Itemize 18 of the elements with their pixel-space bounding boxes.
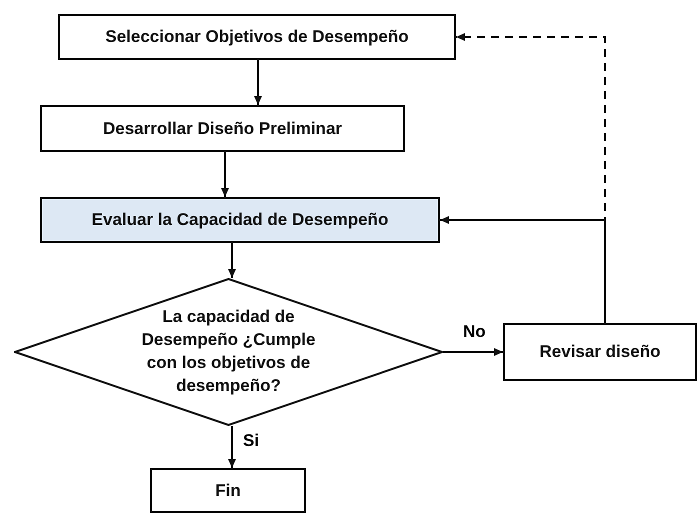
arrow (443, 348, 503, 356)
process-box (40, 105, 405, 152)
arrow (228, 243, 236, 278)
node-text: Revisar diseño (540, 342, 660, 362)
process-box (40, 197, 440, 243)
node-text: Seleccionar Objetivos de Desempeño (105, 27, 409, 47)
arrow (440, 216, 606, 323)
node-text: Desarrollar Diseño Preliminar (102, 118, 342, 138)
decision-diamond (14, 278, 443, 426)
process-box (503, 323, 697, 381)
arrow (228, 426, 236, 468)
node-text: Fin (215, 480, 241, 500)
node-text: Evaluar la Capacidad de Desempeño (92, 210, 388, 230)
node-text: La capacidad de Desempeño ¿Cumple con los objetivos de desempeño? (140, 306, 316, 397)
process-box (58, 14, 456, 60)
arrow (254, 60, 262, 105)
arrow (221, 152, 229, 197)
process-box (150, 468, 306, 513)
